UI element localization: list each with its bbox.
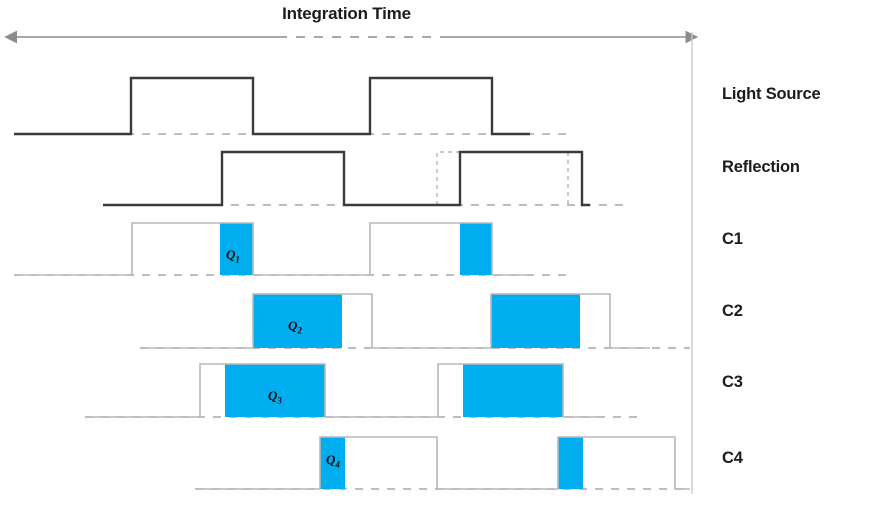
charge-window-c3-1 — [225, 364, 325, 417]
waveform-path-c3 — [85, 363, 605, 418]
charge-label-c4: Q4 — [326, 452, 340, 470]
waveform-row-c3 — [85, 363, 645, 418]
waveform-path-c2 — [140, 293, 650, 349]
waveform-row-c2 — [140, 293, 690, 349]
row-label-reflection: Reflection — [722, 158, 800, 176]
row-label-c3: C3 — [722, 373, 743, 391]
row-label-c4: C4 — [722, 449, 743, 467]
charge-window-c1-2 — [460, 223, 492, 275]
waveform-path-c4 — [195, 436, 690, 490]
charge-label-c3: Q3 — [268, 388, 282, 406]
charge-window-c2-1 — [253, 294, 342, 348]
charge-window-c4-2 — [558, 437, 583, 489]
charge-label-c2: Q2 — [288, 318, 302, 336]
waveform-path-reflection — [103, 150, 590, 207]
row-label-c2: C2 — [722, 302, 743, 320]
waveform-path-c1 — [14, 222, 530, 276]
charge-window-c4-1 — [320, 437, 345, 489]
waveform-row-c4 — [195, 436, 690, 490]
ghost-pulse-reflection-2 — [436, 151, 569, 205]
row-label-light-source: Light Source — [722, 85, 821, 103]
waveform-path-light_source — [14, 76, 530, 136]
page-title: Integration Time — [282, 4, 411, 23]
waveform-row-reflection — [103, 150, 630, 207]
waveform-row-c1 — [14, 222, 570, 276]
waveform-row-light_source — [14, 76, 570, 136]
charge-label-c1: Q1 — [226, 247, 240, 265]
row-label-c1: C1 — [722, 230, 743, 248]
charge-window-c2-2 — [491, 294, 580, 348]
charge-window-c3-2 — [463, 364, 563, 417]
charge-window-c1-1 — [220, 223, 253, 275]
